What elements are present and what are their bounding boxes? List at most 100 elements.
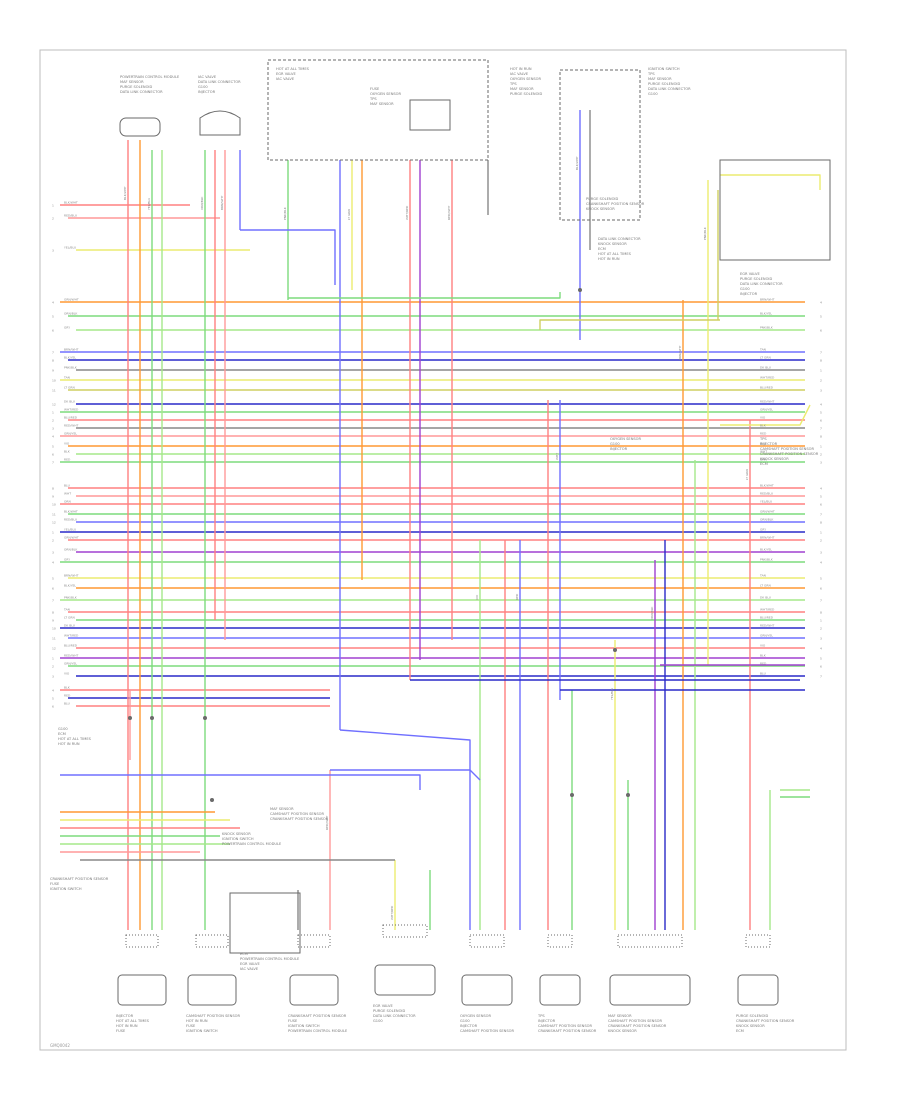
wire-code-label: DK BLU [760, 366, 771, 370]
pin-number: 8 [820, 611, 822, 615]
component-label: CRANKSHAFT POSITION SENSOR [50, 877, 109, 881]
pin-number: 5 [52, 697, 54, 701]
component-label: PURGE SOLENOID [373, 1009, 405, 1013]
component-label: TPS [369, 97, 377, 101]
pin-number: 6 [52, 587, 54, 591]
pin-number: 2 [820, 539, 822, 543]
component-label: IGNITION SWITCH [222, 837, 254, 841]
pin-number: 6 [820, 665, 822, 669]
pin-number: 7 [820, 513, 822, 517]
wire-code-label: ORN/BLK [64, 548, 78, 552]
wire-code-label: PNK/BLK [760, 326, 774, 330]
component-label: G100 [610, 442, 620, 446]
wire-code-label: LT GRN [64, 386, 75, 390]
component-label: DATA LINK CONNECTOR [120, 90, 163, 94]
wire-code-label: WHT/RED [760, 376, 775, 380]
component-label: HOT AT ALL TIMES [116, 1019, 150, 1023]
components-layer [117, 59, 831, 1006]
component-label: MAF SENSOR [510, 87, 534, 91]
pin-number: 4 [820, 403, 822, 407]
wire-code-label: DK BLU [64, 400, 75, 404]
wire-jog-5 [330, 769, 481, 781]
wire-code-label: DK BLU [64, 624, 75, 628]
wire-code-label: YEL/BLU [64, 528, 76, 532]
bottom-connector-4 [469, 934, 505, 948]
pin-number: 7 [820, 351, 822, 355]
wire-code-label: WHT/RED [390, 905, 394, 920]
pin-number: 1 [820, 619, 822, 623]
component-label: CAMSHAFT POSITION SENSOR [608, 1019, 662, 1023]
component-label: IAC VALVE [240, 967, 259, 971]
pin-number: 5 [820, 411, 822, 415]
pin-number: 1 [52, 531, 54, 535]
wire-code-label: VIO [64, 672, 70, 676]
component-label: FUSE [186, 1024, 196, 1028]
component-label: CRANKSHAFT POSITION SENSOR [270, 817, 329, 821]
pin-number: 6 [820, 503, 822, 507]
component-label: IGNITION SWITCH [648, 67, 680, 71]
splice-dot [150, 716, 154, 720]
component-label: POWERTRAIN CONTROL MODULE [120, 75, 180, 79]
wire-code-label: LT GRN [745, 469, 749, 480]
pin-number: 2 [52, 419, 54, 423]
component-label: ECM [58, 732, 66, 736]
wire-code-label: RED/BLU [760, 492, 773, 496]
component-label: ECM [760, 462, 768, 466]
component-label: HOT IN RUN [510, 67, 532, 71]
wires-layer [60, 110, 821, 930]
wire-code-label: BLU/RED [64, 644, 78, 648]
pin-number: 10 [52, 627, 56, 631]
pin-number: 4 [820, 561, 822, 565]
wire-code-label: BRN/WHT [760, 536, 775, 540]
component-label: KNOCK SENSOR [222, 832, 251, 836]
pin-number: 3 [820, 551, 822, 555]
component-label: HOT IN RUN [116, 1024, 138, 1028]
pin-number: 2 [820, 379, 822, 383]
component-label: POWERTRAIN CONTROL MODULE [240, 957, 300, 961]
component-label: FUSE [370, 87, 380, 91]
wire-code-label: PNK/BLK [703, 226, 707, 240]
component-label: CRANKSHAFT POSITION SENSOR [736, 1019, 795, 1023]
wire-code-label: WHT [760, 450, 767, 454]
pin-number: 12 [52, 403, 56, 407]
pin-number: 4 [52, 561, 54, 565]
component-label: ECM [240, 952, 248, 956]
pin-number: 5 [820, 577, 822, 581]
bottom-connector-2 [297, 934, 331, 948]
wire-code-label: BLK [760, 654, 767, 658]
component-label: MAF SENSOR [608, 1014, 632, 1018]
wire-jog-2 [720, 174, 821, 190]
wire-code-label: LT GRN [760, 584, 771, 588]
wire-code-label: ORN [64, 500, 71, 504]
pin-number: 8 [820, 359, 822, 363]
wire-code-label: BLK/WHT [575, 156, 579, 170]
pin-number: 1 [820, 445, 822, 449]
splice-dot [626, 793, 630, 797]
pin-number: 6 [52, 329, 54, 333]
component-label: CRANKSHAFT POSITION SENSOR [538, 1029, 597, 1033]
wire-code-label: BLU/RED [760, 616, 774, 620]
wire-code-label: GRN/YEL [64, 662, 77, 666]
wire-code-label: PNK/BLK [760, 558, 774, 562]
wire-code-label: BLU [64, 702, 70, 706]
pin-number: 8 [52, 611, 54, 615]
component-label: CAMSHAFT POSITION SENSOR [186, 1014, 240, 1018]
wire-code-label: YEL/BLU [760, 500, 772, 504]
component-label: INJECTOR [760, 442, 778, 446]
pin-number: 8 [52, 359, 54, 363]
wire-code-label: PNK/BLK [64, 596, 78, 600]
wire-code-label: BRN/WHT [678, 345, 682, 360]
pin-number: 3 [820, 389, 822, 393]
component-label: CAMSHAFT POSITION SENSOR [460, 1029, 514, 1033]
wire-code-label: BLK [64, 450, 71, 454]
wire-code-label: ORN/BLK [760, 518, 774, 522]
wire-code-label: ORN/BLK [200, 196, 204, 210]
pin-number: 11 [52, 389, 56, 393]
component-label: EGR VALVE [373, 1004, 393, 1008]
wire-code-label: BLK/YEL [760, 312, 772, 316]
wire-code-label: RED/BLU [64, 518, 77, 522]
pin-number: 1 [820, 369, 822, 373]
component-label: KNOCK SENSOR [586, 207, 615, 211]
pin-number: 4 [820, 487, 822, 491]
pin-number: 6 [52, 453, 54, 457]
